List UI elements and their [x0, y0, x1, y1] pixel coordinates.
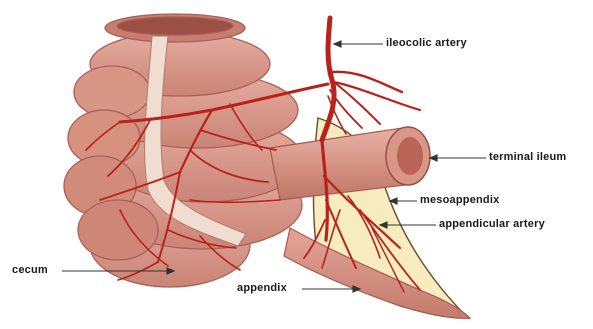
label-cecum: cecum [12, 264, 48, 276]
terminal-ileum [270, 127, 430, 200]
cecum-body [64, 14, 303, 287]
label-appendicular-artery: appendicular artery [439, 218, 545, 230]
label-terminal-ileum: terminal ileum [489, 151, 566, 163]
label-appendix: appendix [237, 282, 287, 294]
label-ileocolic-artery: ileocolic artery [386, 37, 467, 49]
label-mesoappendix: mesoappendix [420, 194, 499, 206]
